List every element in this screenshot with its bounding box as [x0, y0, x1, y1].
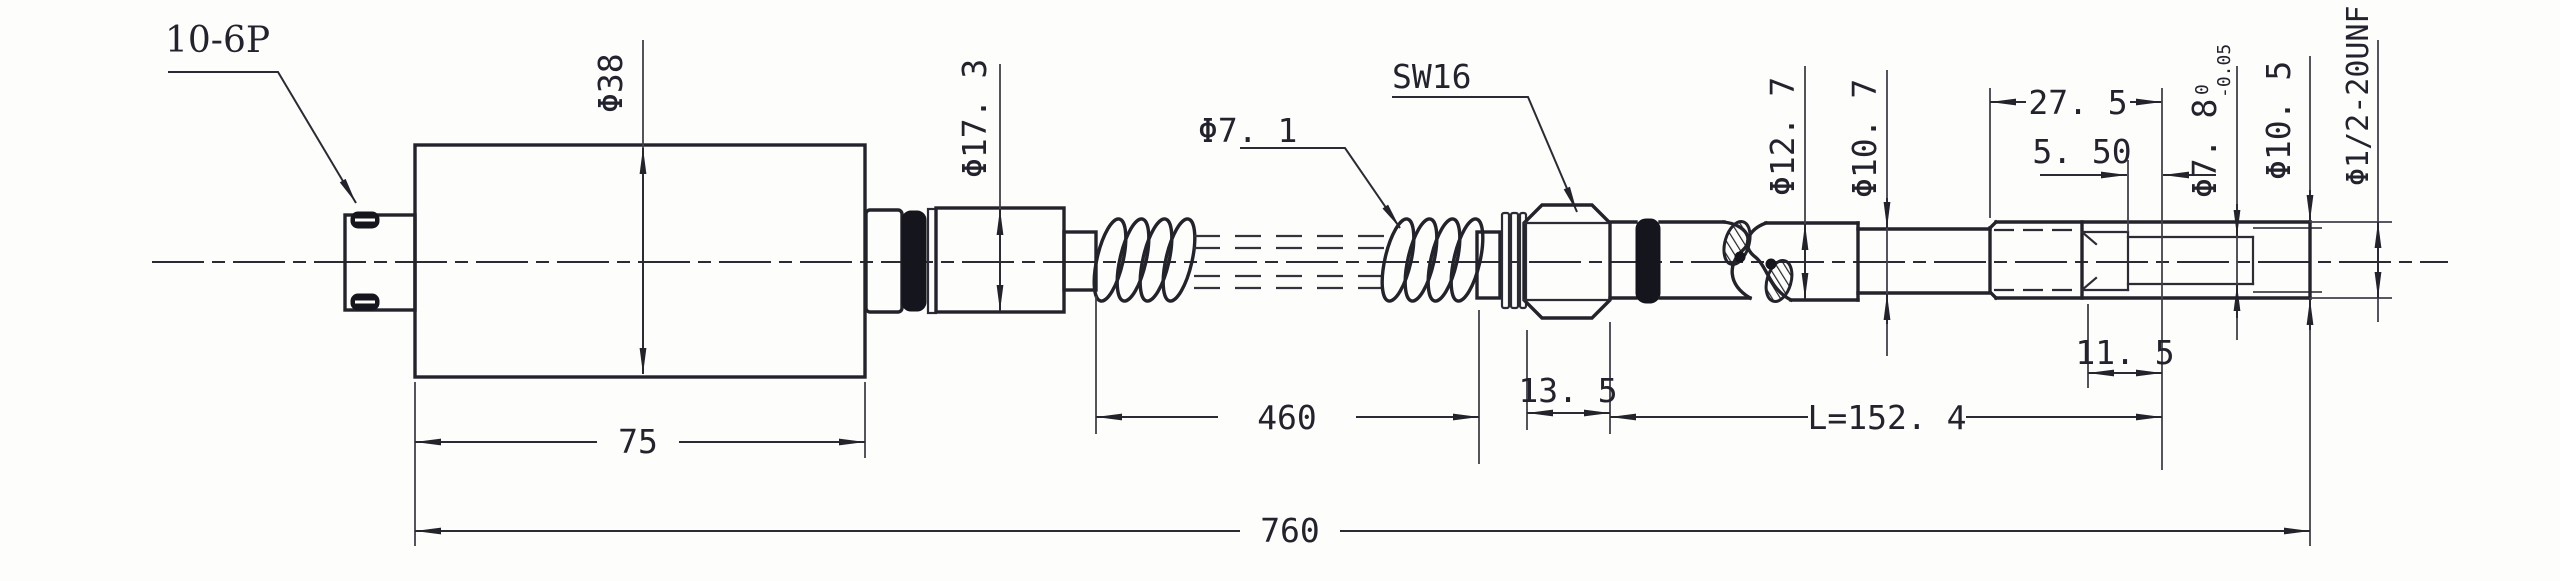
neck-fitting — [864, 206, 1098, 315]
threaded-tip-section — [1987, 219, 2392, 301]
probe-diameter-label: Φ12. 7 — [1763, 77, 1802, 196]
cable-diameter-leader — [1240, 147, 1401, 229]
flex-conduit — [1092, 217, 1485, 303]
tip-thread-length-label: 11. 5 — [2075, 333, 2174, 372]
probe-length-label: L=152. 4 — [1808, 398, 1967, 437]
body-diameter-label: Φ38 — [591, 53, 630, 113]
o-ring-seal-2 — [1635, 218, 1661, 304]
tip-recess-length-label: 5. 50 — [2032, 132, 2131, 171]
wrench-size-label: SW16 — [1392, 57, 1471, 96]
leader-lines — [168, 71, 1578, 229]
conduit-length-label: 460 — [1257, 398, 1317, 437]
tip-diameter-label: Φ7. 8 — [2185, 99, 2224, 198]
cable-diameter-label: Φ7. 1 — [1198, 111, 1297, 150]
tip-tolerance-upper: 0 — [2192, 84, 2213, 95]
tip-section-length-label: 27. 5 — [2028, 83, 2127, 122]
hex-nut — [1522, 203, 1612, 320]
dim-tip-section — [1989, 88, 2162, 218]
dim-tip-recess — [2040, 160, 2216, 232]
connector-leader — [168, 71, 357, 204]
neck-diameter-label: Φ17. 3 — [955, 59, 994, 178]
gland-fitting — [1475, 203, 1661, 320]
hex-nut-length-label: 13. 5 — [1518, 371, 1617, 410]
probe-stem-break — [1658, 220, 1860, 303]
dim-conduit-length — [1095, 296, 1480, 464]
wrench-size-leader — [1392, 96, 1578, 213]
dim-body-length — [414, 382, 866, 546]
o-ring-seal-1 — [901, 210, 927, 312]
probe-rear-section — [1856, 227, 1992, 295]
tip-diameter-callout: Φ7. 8 0 -0.05 — [2185, 44, 2235, 198]
break-hatch-2 — [1764, 259, 1794, 303]
thread-od-label: Φ10. 5 — [2259, 61, 2298, 180]
probe-rear-diameter-label: Φ10. 7 — [1845, 79, 1884, 198]
thread-spec-label: Φ1/2-20UNF — [2341, 5, 2376, 186]
body-length-label: 75 — [618, 422, 658, 461]
connector-label: 10-6P — [165, 20, 270, 61]
tip-tolerance-lower: -0.05 — [2214, 44, 2235, 98]
overall-length-label: 760 — [1260, 511, 1320, 550]
dim-tip-thread — [2087, 88, 2163, 470]
